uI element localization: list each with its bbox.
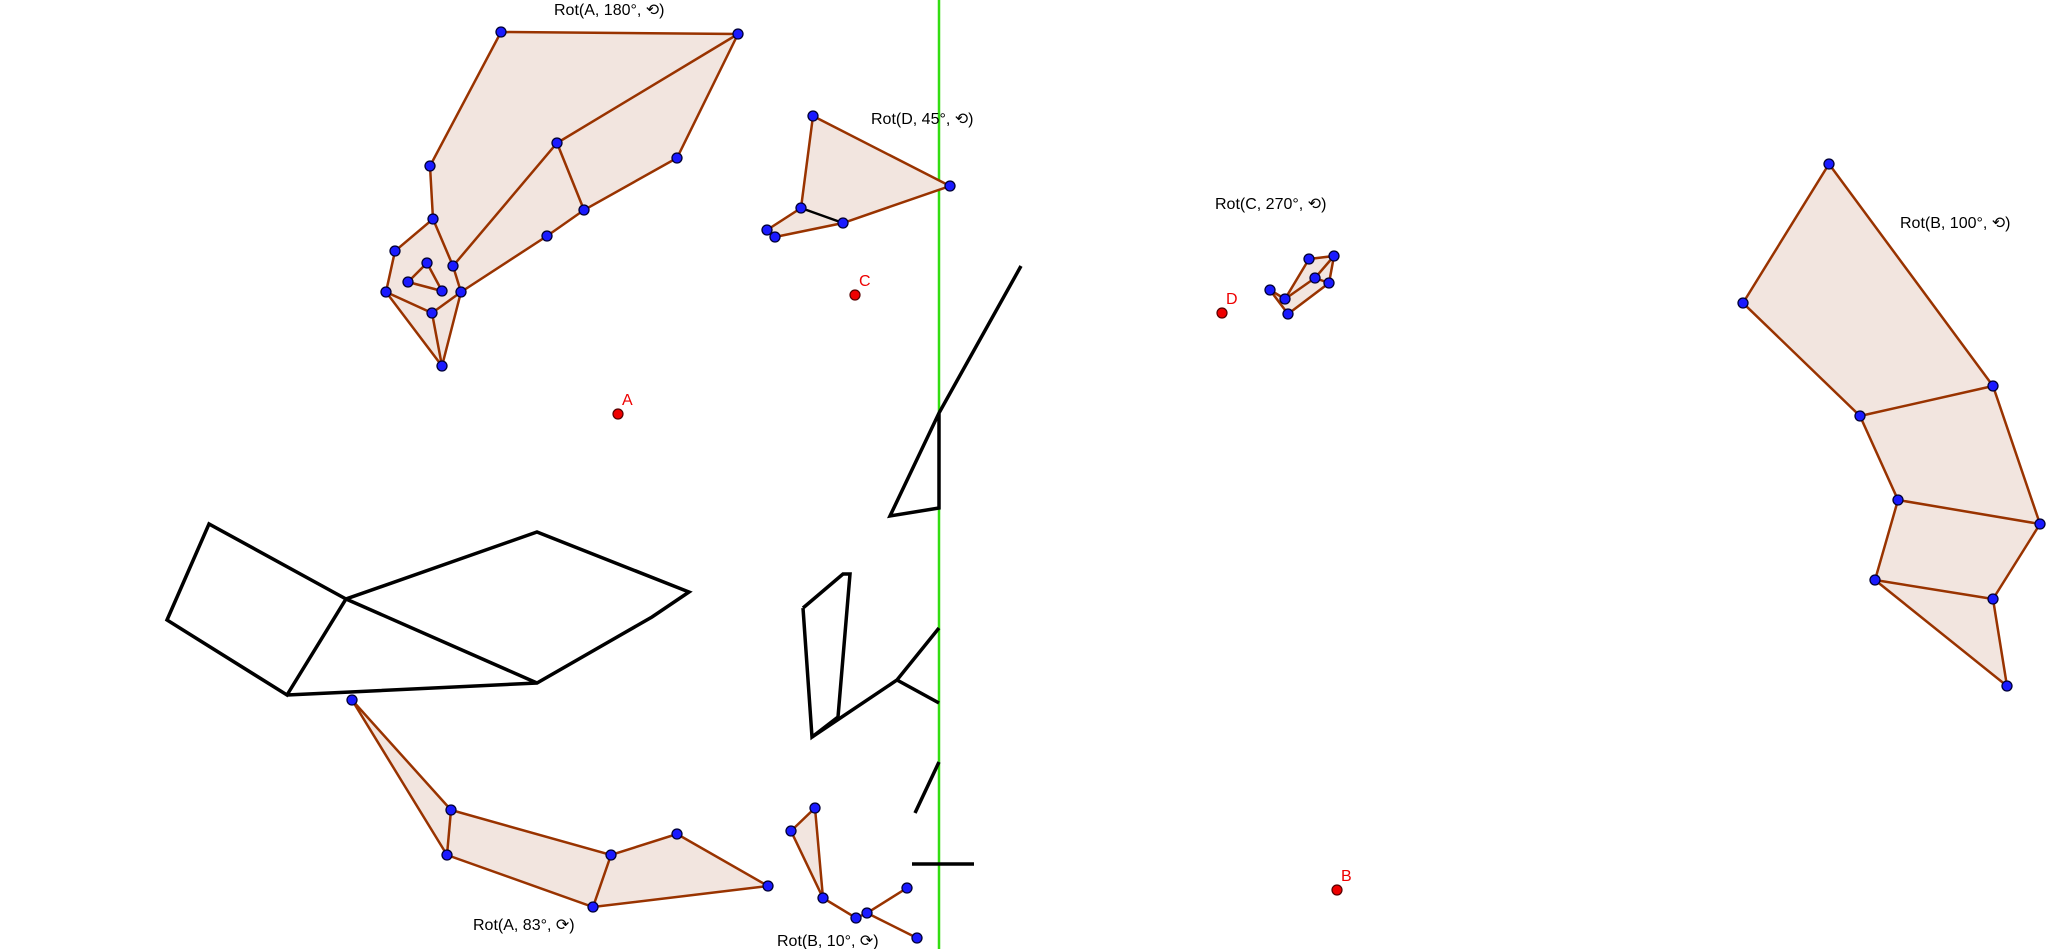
point-label-c: C — [859, 273, 871, 290]
vertex[interactable] — [1892, 494, 1904, 506]
vertex[interactable] — [402, 276, 414, 288]
vertex[interactable] — [1323, 277, 1335, 289]
vertex[interactable] — [551, 137, 563, 149]
vertex[interactable] — [1987, 593, 1999, 605]
rotation-label-b-10: Rot(B, 10°, ⟳) — [777, 933, 879, 949]
vertex[interactable] — [944, 180, 956, 192]
rotated-image-c-270[interactable] — [1264, 250, 1340, 320]
vertex[interactable] — [911, 932, 923, 944]
rotated-image-a-180[interactable] — [380, 26, 744, 372]
vertex[interactable] — [837, 217, 849, 229]
vertex[interactable] — [427, 213, 439, 225]
vertex[interactable] — [761, 224, 773, 236]
vertex[interactable] — [424, 160, 436, 172]
vertex[interactable] — [785, 825, 797, 837]
rotated-image-b-10[interactable] — [785, 802, 923, 944]
vertex[interactable] — [436, 285, 448, 297]
rotation-label-a-83: Rot(A, 83°, ⟳) — [473, 917, 575, 934]
vertex[interactable] — [2034, 518, 2046, 530]
vertex[interactable] — [1303, 253, 1315, 265]
vertex[interactable] — [541, 230, 553, 242]
center-point-c[interactable]: C — [849, 273, 871, 301]
vertex[interactable] — [426, 307, 438, 319]
vertex[interactable] — [380, 286, 392, 298]
center-point-d[interactable]: D — [1216, 291, 1238, 319]
vertex[interactable] — [1823, 158, 1835, 170]
rotation-label-d-45: Rot(D, 45°, ⟲) — [871, 111, 974, 128]
vertex[interactable] — [901, 882, 913, 894]
vertex[interactable] — [671, 828, 683, 840]
rotation-label-a-180: Rot(A, 180°, ⟲) — [554, 2, 665, 19]
vertex[interactable] — [578, 204, 590, 216]
vertex[interactable] — [587, 901, 599, 913]
vertex[interactable] — [671, 152, 683, 164]
point-label-d: D — [1226, 291, 1238, 308]
vertex[interactable] — [441, 849, 453, 861]
vertex[interactable] — [732, 28, 744, 40]
original-shape[interactable] — [164, 265, 1023, 866]
vertex[interactable] — [850, 912, 862, 924]
vertex[interactable] — [2001, 680, 2013, 692]
rotated-image-b-100[interactable] — [1737, 158, 2046, 692]
vertex[interactable] — [1869, 574, 1881, 586]
rotated-image-a-83[interactable] — [346, 694, 774, 913]
vertex[interactable] — [1737, 297, 1749, 309]
center-point-a[interactable]: A — [612, 392, 633, 420]
vertex[interactable] — [495, 26, 507, 38]
vertex[interactable] — [861, 907, 873, 919]
vertex[interactable] — [1854, 410, 1866, 422]
vertex[interactable] — [1987, 380, 1999, 392]
point-label-a: A — [622, 392, 633, 409]
vertex[interactable] — [1309, 272, 1321, 284]
point-label-b: B — [1341, 868, 1352, 885]
vertex[interactable] — [795, 202, 807, 214]
vertex[interactable] — [346, 694, 358, 706]
vertex[interactable] — [447, 260, 459, 272]
vertex[interactable] — [436, 360, 448, 372]
vertex[interactable] — [762, 880, 774, 892]
vertex[interactable] — [389, 245, 401, 257]
vertex[interactable] — [1279, 293, 1291, 305]
vertex[interactable] — [1328, 250, 1340, 262]
rotation-label-b-100: Rot(B, 100°, ⟲) — [1900, 215, 2011, 232]
vertex[interactable] — [445, 804, 457, 816]
vertex[interactable] — [421, 257, 433, 269]
vertex[interactable] — [455, 286, 467, 298]
vertex[interactable] — [809, 802, 821, 814]
vertex[interactable] — [1282, 308, 1294, 320]
vertex[interactable] — [1264, 284, 1276, 296]
center-point-b[interactable]: B — [1331, 868, 1352, 896]
rotation-label-c-270: Rot(C, 270°, ⟲) — [1215, 196, 1326, 213]
vertex[interactable] — [605, 849, 617, 861]
rotated-image-d-45[interactable] — [761, 110, 956, 243]
vertex[interactable] — [807, 110, 819, 122]
vertex[interactable] — [769, 231, 781, 243]
vertex[interactable] — [817, 892, 829, 904]
